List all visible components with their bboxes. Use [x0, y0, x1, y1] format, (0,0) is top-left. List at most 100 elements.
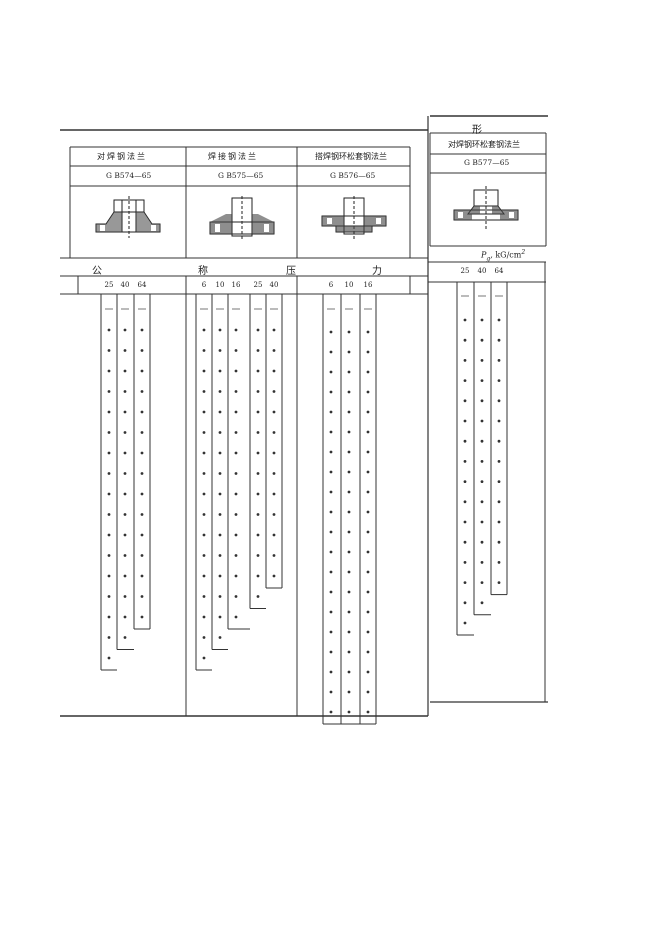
availability-dot	[480, 379, 484, 382]
availability-dot	[497, 419, 501, 423]
availability-dot	[123, 533, 127, 537]
availability-dot	[366, 490, 370, 494]
pressure-col: 25	[104, 281, 114, 289]
availability-dot	[347, 630, 351, 634]
availability-dot	[123, 636, 127, 639]
availability-dot	[218, 636, 222, 639]
availability-dot	[202, 615, 206, 619]
availability-dot	[256, 574, 260, 578]
availability-dot	[347, 530, 351, 534]
availability-dot	[480, 581, 484, 584]
availability-dot	[366, 610, 370, 614]
availability-dot	[366, 450, 370, 454]
availability-dot	[272, 410, 276, 414]
availability-dot	[480, 500, 484, 504]
availability-dot	[140, 615, 144, 619]
availability-dot	[107, 574, 111, 578]
availability-dot	[202, 472, 206, 475]
availability-dot	[366, 470, 370, 474]
availability-dot	[202, 595, 206, 598]
availability-dot	[329, 630, 333, 634]
availability-dot	[347, 470, 351, 474]
availability-dot	[107, 349, 111, 352]
availability-dot	[256, 431, 260, 434]
availability-dot	[463, 399, 467, 403]
availability-dot	[480, 561, 484, 564]
availability-dot	[272, 554, 276, 557]
availability-dot	[140, 369, 144, 373]
availability-dot	[366, 530, 370, 534]
pressure-heading-1: 公	[92, 266, 102, 277]
availability-dot	[218, 390, 222, 393]
availability-dot	[347, 670, 351, 674]
availability-dot	[347, 650, 351, 654]
availability-dot	[140, 513, 144, 516]
availability-dot	[234, 513, 238, 516]
availability-dot	[140, 533, 144, 537]
availability-dot	[202, 431, 206, 434]
availability-dot	[218, 554, 222, 557]
loose-ring-flange-icon	[453, 186, 519, 230]
pressure-col: 10	[344, 281, 354, 289]
availability-dot	[123, 328, 127, 332]
availability-dot	[256, 349, 260, 352]
availability-dot	[218, 349, 222, 352]
availability-dot	[463, 439, 467, 443]
availability-dot	[497, 460, 501, 463]
availability-dot	[218, 595, 222, 598]
availability-dot	[480, 540, 484, 544]
availability-dot	[272, 533, 276, 537]
availability-dot	[234, 328, 238, 332]
availability-dot	[347, 710, 351, 714]
availability-dot	[497, 338, 501, 342]
pressure-col: 25	[253, 281, 263, 289]
availability-dot	[366, 650, 370, 654]
availability-dot	[329, 330, 333, 334]
availability-dot	[234, 451, 238, 455]
availability-dot	[329, 510, 333, 514]
availability-dot	[366, 410, 370, 414]
availability-dot	[480, 439, 484, 443]
availability-dot	[347, 430, 351, 434]
availability-dot	[202, 513, 206, 516]
availability-dot	[463, 621, 467, 625]
availability-dot	[234, 472, 238, 475]
availability-dot	[497, 581, 501, 584]
availability-dot	[347, 330, 351, 334]
availability-dot	[123, 451, 127, 455]
availability-dot	[272, 369, 276, 373]
availability-dot	[347, 570, 351, 574]
availability-dot	[140, 574, 144, 578]
availability-dot	[497, 540, 501, 544]
availability-dot	[256, 328, 260, 332]
availability-dot	[329, 670, 333, 674]
availability-dot	[480, 419, 484, 423]
availability-dot	[234, 574, 238, 578]
availability-dot	[463, 520, 467, 524]
availability-dot	[234, 595, 238, 598]
availability-dot	[256, 369, 260, 373]
availability-dot	[123, 492, 127, 496]
availability-dot	[347, 550, 351, 554]
availability-dot	[107, 492, 111, 496]
availability-dot	[218, 533, 222, 537]
flange-standard-4: G B577—65	[464, 158, 510, 167]
availability-dot	[123, 554, 127, 557]
availability-dot	[256, 533, 260, 537]
availability-dot	[202, 328, 206, 332]
availability-dot	[123, 574, 127, 578]
availability-dot	[347, 410, 351, 414]
availability-dot	[463, 338, 467, 342]
availability-dot	[107, 656, 111, 660]
availability-dot	[480, 480, 484, 483]
availability-dot	[347, 590, 351, 594]
availability-dot	[366, 430, 370, 434]
flange-standard-1: G B574—65	[106, 171, 152, 180]
availability-dot	[234, 410, 238, 414]
availability-dot	[218, 431, 222, 434]
pressure-col: 16	[231, 281, 241, 289]
availability-dot	[463, 480, 467, 483]
availability-dot	[347, 490, 351, 494]
flange-name-2: 焊接钢法兰	[208, 152, 258, 161]
availability-dot	[140, 328, 144, 332]
